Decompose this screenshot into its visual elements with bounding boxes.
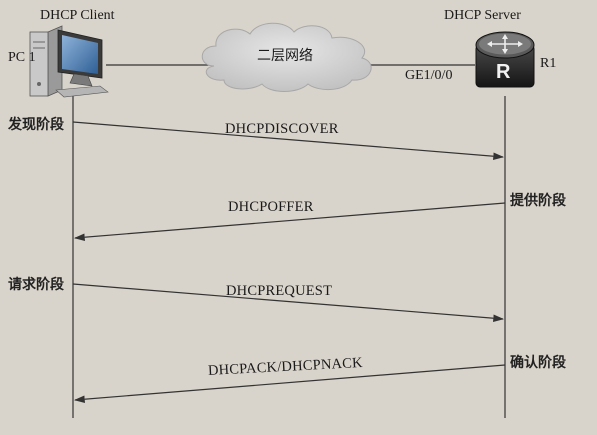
- server-title: DHCP Server: [444, 8, 521, 23]
- msg-request: DHCPREQUEST: [226, 283, 333, 299]
- phase-discover: 发现阶段: [8, 117, 64, 133]
- network-label: 二层网络: [257, 48, 313, 64]
- msg-offer: DHCPOFFER: [228, 199, 314, 215]
- server-label: R1: [540, 56, 557, 71]
- client-label: PC 1: [8, 50, 36, 65]
- server-interface: GE1/0/0: [405, 68, 453, 83]
- request-arrow: [72, 283, 505, 322]
- router-icon: [475, 31, 535, 88]
- client-title: DHCP Client: [40, 8, 115, 23]
- offer-arrow: [73, 202, 506, 241]
- router-glyph: R: [496, 61, 511, 83]
- phase-offer: 提供阶段: [510, 193, 566, 209]
- cloud-icon: [201, 22, 372, 92]
- phase-request: 请求阶段: [8, 277, 64, 293]
- discover-arrow: [72, 121, 505, 160]
- phase-ack: 确认阶段: [510, 355, 566, 371]
- computer-icon: [29, 25, 109, 98]
- ack-arrow: [73, 364, 506, 403]
- msg-discover: DHCPDISCOVER: [225, 121, 339, 137]
